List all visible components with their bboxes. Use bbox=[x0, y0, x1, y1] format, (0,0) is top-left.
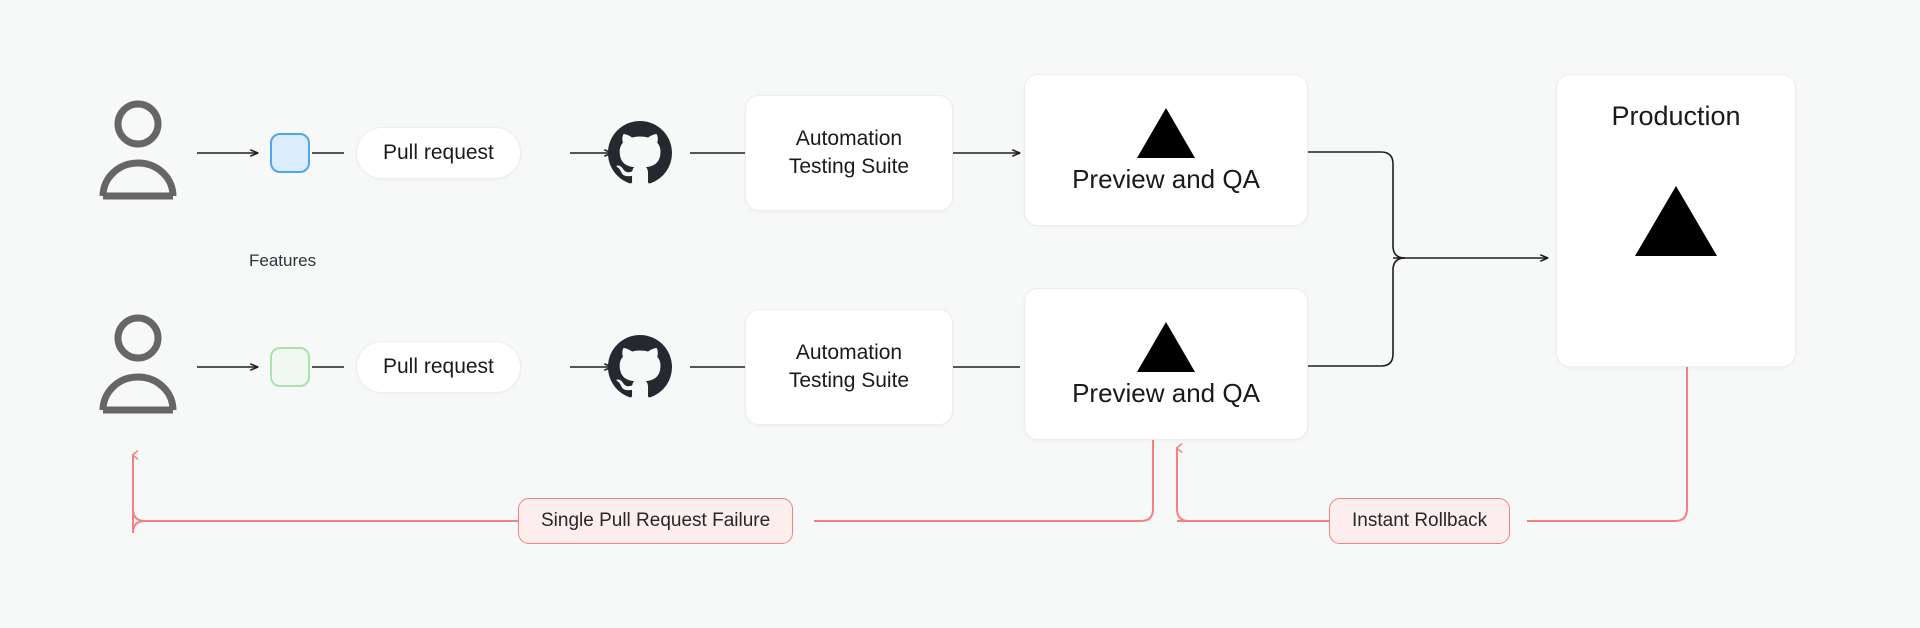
automation-testing-suite-label-top: Automation Testing Suite bbox=[788, 127, 910, 178]
path-single-pull-request-failure-left bbox=[132, 455, 520, 534]
path-single-pull-request-failure-right bbox=[814, 430, 1154, 522]
path-retry-into-preview-bottom bbox=[1175, 443, 1190, 522]
pull-request-pill-top[interactable]: Pull request bbox=[356, 127, 521, 179]
feature-chip-green[interactable] bbox=[270, 347, 310, 387]
vercel-triangle-icon-top bbox=[1137, 107, 1195, 158]
preview-and-qa-label-top: Preview and QA bbox=[1072, 163, 1260, 194]
pull-request-pill-bottom[interactable]: Pull request bbox=[356, 341, 521, 393]
pull-request-label-bottom: Pull request bbox=[383, 355, 494, 378]
github-icon-top bbox=[608, 121, 672, 185]
person-icon-top bbox=[97, 98, 179, 200]
single-pull-request-failure-label: Single Pull Request Failure bbox=[541, 510, 771, 531]
preview-and-qa-card-top[interactable]: Preview and QA bbox=[1024, 74, 1308, 226]
path-single-pull-request-failure-left-vert bbox=[131, 450, 146, 522]
connector-preview-bottom-to-merge bbox=[1308, 257, 1406, 367]
production-label: Production bbox=[1611, 101, 1741, 131]
automation-testing-suite-card-bottom[interactable]: Automation Testing Suite bbox=[745, 309, 953, 425]
automation-testing-suite-label-bottom: Automation Testing Suite bbox=[788, 341, 910, 392]
connector-preview-top-to-merge bbox=[1308, 151, 1406, 259]
pull-request-label-top: Pull request bbox=[383, 141, 494, 164]
path-instant-rollback bbox=[1527, 366, 1688, 522]
single-pull-request-failure-tag[interactable]: Single Pull Request Failure bbox=[518, 498, 794, 544]
person-icon-bottom bbox=[97, 312, 179, 414]
vercel-triangle-icon-production bbox=[1635, 186, 1717, 256]
feature-chip-blue[interactable] bbox=[270, 133, 310, 173]
preview-and-qa-label-bottom: Preview and QA bbox=[1072, 377, 1260, 408]
github-icon-bottom bbox=[608, 335, 672, 399]
production-card[interactable]: Production bbox=[1556, 74, 1796, 367]
instant-rollback-tag[interactable]: Instant Rollback bbox=[1329, 498, 1511, 544]
vercel-triangle-icon-bottom bbox=[1137, 321, 1195, 372]
features-label: Features bbox=[249, 251, 317, 270]
instant-rollback-label: Instant Rollback bbox=[1352, 510, 1488, 531]
preview-and-qa-card-bottom[interactable]: Preview and QA bbox=[1024, 288, 1308, 440]
automation-testing-suite-card-top[interactable]: Automation Testing Suite bbox=[745, 95, 953, 211]
